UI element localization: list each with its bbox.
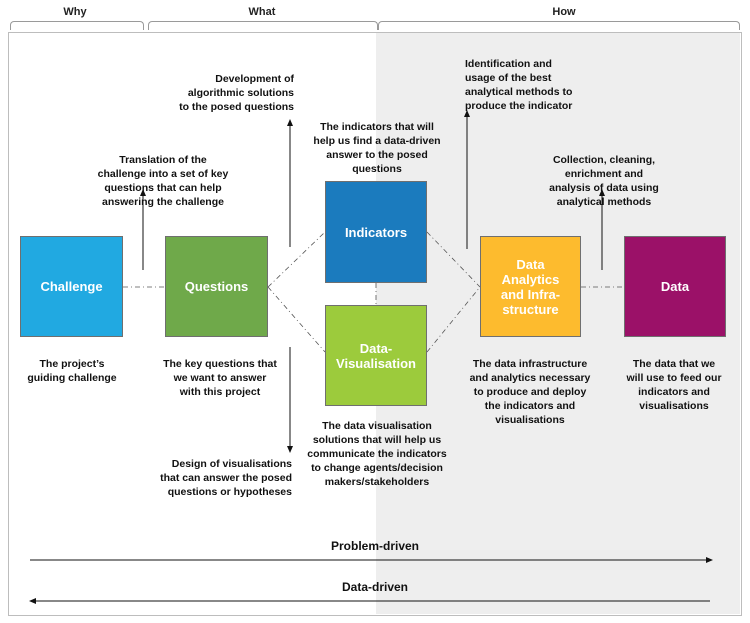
indicators-label: Indicators <box>344 224 408 240</box>
challenge-description: The project’s guiding challenge <box>27 358 117 384</box>
dash-visualisation-analytics <box>426 286 481 353</box>
why-bracket <box>10 21 144 30</box>
analytics-description: The data infrastructure and analytics ne… <box>469 358 591 426</box>
translation-annotation: Translation of the challenge into a set … <box>97 154 229 208</box>
analytics-box: Data Analytics and Infra- structure <box>480 236 581 337</box>
visualisation-box: Data- Visualisation <box>325 305 427 406</box>
collection-annotation: Collection, cleaning, enrichment and ana… <box>549 154 659 208</box>
indicators-description: The indicators that will help us find a … <box>313 121 441 175</box>
problem-driven-label: Problem-driven <box>330 539 420 553</box>
visualisation-description: The data visualisation solutions that wi… <box>307 420 447 488</box>
data-driven-label: Data-driven <box>341 580 409 594</box>
what-bracket <box>148 21 378 30</box>
data-label: Data <box>660 279 690 294</box>
indicators-box: Indicators <box>325 181 427 283</box>
data-box: Data <box>624 236 726 337</box>
analytics-label: Data Analytics and Infra- structure <box>500 256 561 317</box>
design-annotation: Design of visualisations that can answer… <box>160 458 292 498</box>
challenge-box: Challenge <box>20 236 123 337</box>
header-how: How <box>552 6 576 18</box>
header-why: Why <box>63 6 87 18</box>
challenge-label: Challenge <box>40 279 103 294</box>
questions-label: Questions <box>184 279 249 294</box>
how-bracket <box>378 21 740 30</box>
visualisation-label: Data- Visualisation <box>336 340 416 371</box>
dash-indicators-analytics <box>426 231 481 288</box>
questions-box: Questions <box>165 236 268 337</box>
dash-questions-visualisation <box>267 286 326 353</box>
algorithmic-annotation: Development of algorithmic solutions to … <box>179 73 294 113</box>
dash-questions-indicators <box>267 231 326 288</box>
header-what: What <box>248 6 276 18</box>
questions-description: The key questions that we want to answer… <box>163 358 277 398</box>
data-description: The data that we will use to feed our in… <box>626 358 722 412</box>
identification-annotation: Identification and usage of the best ana… <box>465 58 573 112</box>
